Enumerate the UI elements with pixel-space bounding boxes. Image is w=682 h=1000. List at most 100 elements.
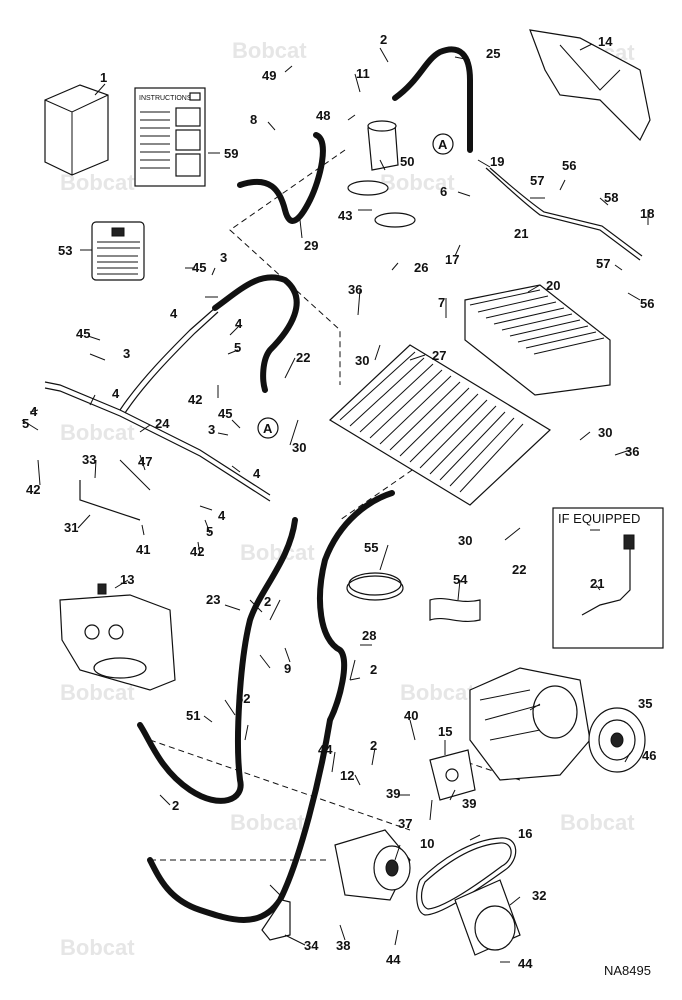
callout-54: 54 — [453, 572, 468, 587]
callout-4: 4 — [170, 306, 178, 321]
if-equipped-box: IF EQUIPPED — [552, 507, 664, 649]
callout-38: 38 — [336, 938, 350, 953]
callout-1: 1 — [100, 70, 107, 85]
callout-12: 12 — [340, 768, 354, 783]
callout-43: 43 — [338, 208, 352, 223]
part-34-bracket — [261, 899, 291, 941]
callout-15: 15 — [438, 724, 452, 739]
callout-4: 4 — [112, 386, 120, 401]
callout-42: 42 — [190, 544, 204, 559]
callout-45: 45 — [192, 260, 206, 275]
watermark: Bobcat — [240, 540, 315, 565]
callout-46: 46 — [642, 748, 656, 763]
callout-30: 30 — [598, 425, 612, 440]
callout-3: 3 — [123, 346, 130, 361]
callout-44: 44 — [386, 952, 401, 967]
callout-6: 6 — [440, 184, 447, 199]
watermark: Bobcat — [400, 680, 475, 705]
callout-24: 24 — [155, 416, 170, 431]
callout-23: 23 — [206, 592, 220, 607]
tubes — [44, 167, 643, 521]
part-16-belt — [416, 837, 517, 916]
callout-56: 56 — [640, 296, 654, 311]
callout-53: 53 — [58, 243, 72, 258]
callout-2: 2 — [264, 594, 271, 609]
watermark: Bobcat — [230, 810, 305, 835]
callout-41: 41 — [136, 542, 150, 557]
callout-30: 30 — [292, 440, 306, 455]
callout-39: 39 — [386, 786, 400, 801]
callout-31: 31 — [64, 520, 78, 535]
callout-48: 48 — [316, 108, 330, 123]
watermark: Bobcat — [560, 810, 635, 835]
callout-21: 21 — [590, 576, 604, 591]
part-1-box — [44, 84, 109, 176]
callout-2: 2 — [380, 32, 387, 47]
callout-40: 40 — [404, 708, 418, 723]
callout-57: 57 — [530, 173, 544, 188]
watermark: Bobcat — [60, 935, 135, 960]
watermark: Bobcat — [60, 680, 135, 705]
callout-36: 36 — [348, 282, 362, 297]
part-35-pulley — [588, 707, 646, 773]
part-27-condenser — [329, 344, 551, 506]
callout-35: 35 — [638, 696, 652, 711]
callout-20: 20 — [546, 278, 560, 293]
callout-2: 2 — [370, 738, 377, 753]
callout-18: 18 — [640, 206, 654, 221]
callout-5: 5 — [22, 416, 29, 431]
hoses — [137, 46, 474, 923]
callout-8: 8 — [250, 112, 257, 127]
part-54-strip — [429, 597, 481, 623]
callout-58: 58 — [604, 190, 618, 205]
callout-19: 19 — [490, 154, 504, 169]
callout-49: 49 — [262, 68, 276, 83]
callout-34: 34 — [304, 938, 319, 953]
callout-42: 42 — [188, 392, 202, 407]
callout-56: 56 — [562, 158, 576, 173]
callout-4: 4 — [218, 508, 226, 523]
callout-57: 57 — [596, 256, 610, 271]
callout-4: 4 — [253, 466, 261, 481]
callout-3: 3 — [220, 250, 227, 265]
part-14-panel — [529, 29, 651, 142]
callout-30: 30 — [458, 533, 472, 548]
detail-ref-a: A A — [257, 133, 454, 439]
watermarks: Bobcat Bobcat Bobcat Bobcat Bobcat Bobca… — [60, 38, 635, 960]
engine — [469, 667, 591, 781]
part-53-decal — [91, 221, 145, 281]
part-50-drier — [347, 120, 416, 228]
callout-13: 13 — [120, 572, 134, 587]
part-59-instructions: INSTRUCTIONS — [134, 87, 206, 187]
callout-30: 30 — [355, 353, 369, 368]
part-10-compressor — [334, 829, 411, 901]
callout-45: 45 — [76, 326, 90, 341]
part-13-panel — [59, 583, 176, 691]
callout-45: 45 — [218, 406, 232, 421]
callout-22: 22 — [296, 350, 310, 365]
callout-17: 17 — [445, 252, 459, 267]
callout-29: 29 — [304, 238, 318, 253]
callout-27: 27 — [432, 348, 446, 363]
callout-44: 44 — [518, 956, 533, 971]
callout-11: 11 — [356, 66, 370, 81]
callout-14: 14 — [598, 34, 613, 49]
watermark: Bobcat — [380, 170, 455, 195]
callout-52: 52 — [236, 691, 250, 706]
part-20-evaporator — [464, 284, 611, 396]
callout-44: 44 — [318, 742, 333, 757]
callout-7: 7 — [438, 295, 445, 310]
callout-2: 2 — [172, 798, 179, 813]
callout-2: 2 — [370, 662, 377, 677]
callout-labels: 1 2 2 2 2 2 3 3 3 4 4 4 4 4 4 5 5 5 6 7 … — [22, 32, 656, 971]
callout-42: 42 — [26, 482, 40, 497]
callout-32: 32 — [532, 888, 546, 903]
part-32-pulley — [454, 879, 521, 956]
leader-lines — [21, 43, 649, 963]
callout-39: 39 — [462, 796, 476, 811]
part-55-coil — [346, 572, 404, 601]
callout-10: 10 — [420, 836, 434, 851]
callout-22: 22 — [512, 562, 526, 577]
